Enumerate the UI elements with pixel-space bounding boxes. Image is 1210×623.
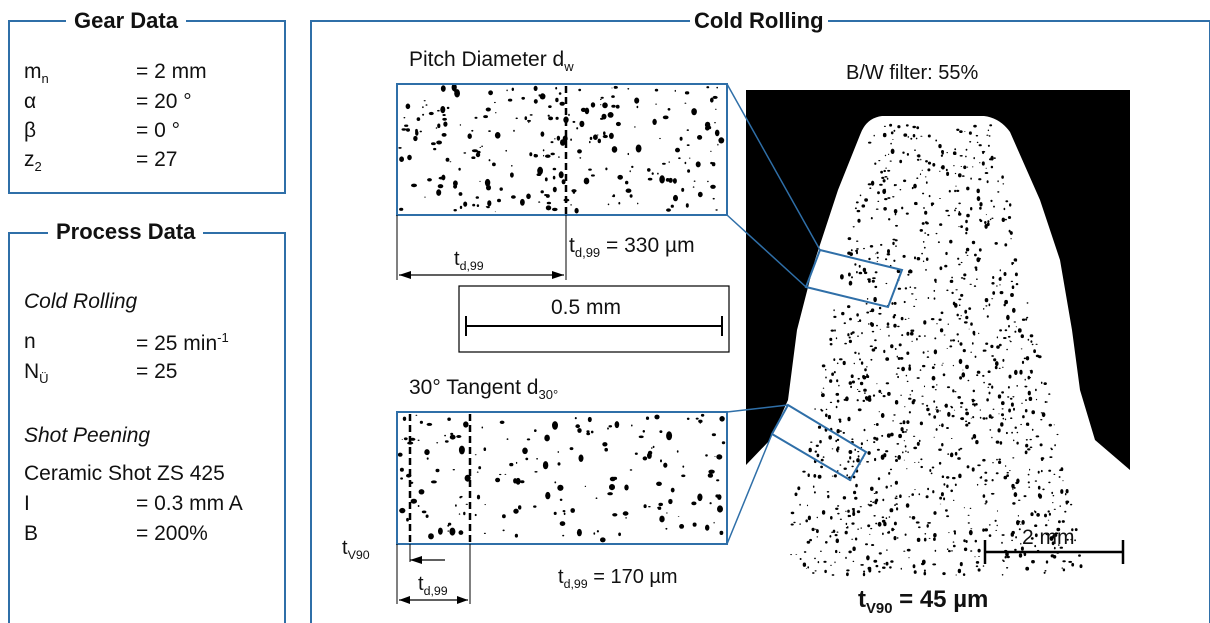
- gear-tooth-profile: [746, 116, 1130, 576]
- tangent-td99-short-label: td,99: [418, 573, 448, 598]
- tooth-speckle-pattern: [790, 123, 1083, 577]
- gear-data-title: Gear Data: [66, 8, 186, 34]
- scale-small-label: 0.5 mm: [551, 296, 622, 319]
- tangent-label: 30° Tangent d30°: [409, 376, 559, 403]
- pitch-speckle-pattern: [398, 83, 725, 214]
- pitch-td99-short-label: td,99: [454, 248, 484, 273]
- process-row-media: Ceramic Shot ZS 425: [24, 462, 225, 485]
- process-data-title: Process Data: [48, 219, 204, 245]
- pitch-region-marker: [804, 248, 904, 309]
- scale-large-label: 2 mm: [1022, 526, 1075, 549]
- bw-filter-label: B/W filter: 55%: [846, 62, 979, 84]
- tangent-speckle-pattern: [397, 413, 726, 543]
- pitch-td99-value-label: td,99 = 330 µm: [569, 234, 695, 261]
- scale-box-small: [458, 285, 730, 353]
- process-heading-cold-rolling: Cold Rolling: [24, 290, 138, 313]
- tangent-region-marker: [770, 403, 868, 482]
- cold-rolling-title: Cold Rolling: [690, 8, 828, 34]
- pitch-inset-image: [396, 83, 728, 216]
- tv90-result-label: tV90 = 45 µm: [858, 586, 989, 617]
- pitch-diameter-label: Pitch Diameter dw: [409, 48, 574, 75]
- tangent-td99-value-label: td,99 = 170 µm: [558, 566, 678, 591]
- process-heading-shot-peening: Shot Peening: [24, 424, 151, 447]
- tangent-tv90-label: tV90: [342, 537, 370, 562]
